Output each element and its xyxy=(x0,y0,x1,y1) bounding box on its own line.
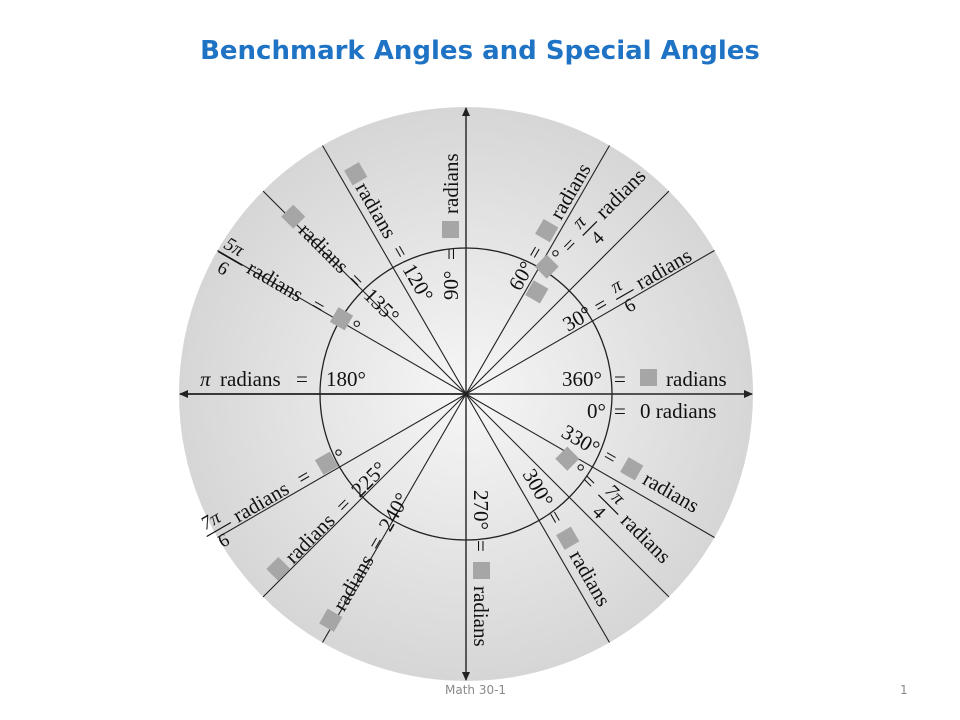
blank-box-270 xyxy=(473,562,490,579)
equals-90: = xyxy=(439,248,463,260)
ray-30-degrees xyxy=(465,250,715,395)
degree-270: 270° xyxy=(469,490,493,530)
radians-180: radians xyxy=(220,367,281,391)
equals-0: = xyxy=(614,399,626,423)
ray-330-degrees xyxy=(465,393,715,538)
page-title: Benchmark Angles and Special Angles xyxy=(200,36,760,66)
degree-0: 0° xyxy=(587,399,606,423)
degree-90: 90° xyxy=(439,271,463,300)
blank-box-330 xyxy=(620,457,644,481)
ray-300-degrees xyxy=(465,393,610,643)
ray-120-degrees xyxy=(322,145,467,395)
label-90-degrees: 90° = radians xyxy=(439,153,463,300)
label-180-degrees: π radians = 180° xyxy=(200,367,366,391)
ray-315-degrees xyxy=(465,393,670,598)
blank-box-150 xyxy=(329,307,354,331)
radians-0: 0 radians xyxy=(640,399,716,423)
blank-box-120 xyxy=(344,162,368,186)
ray-240-degrees xyxy=(322,393,467,643)
blank-box-240 xyxy=(319,608,343,632)
ray-225-degrees xyxy=(262,393,467,598)
blank-box-300 xyxy=(556,526,580,550)
radians-270: radians xyxy=(469,586,493,647)
ray-210-degrees xyxy=(217,393,467,538)
equals-180: = xyxy=(296,367,308,391)
footer-course: Math 30-1 xyxy=(445,683,507,697)
label-360-degrees: 360° = radians xyxy=(562,367,727,391)
radians-360: radians xyxy=(666,367,727,391)
blank-box-90 xyxy=(442,221,459,238)
ray-45-degrees xyxy=(465,190,670,395)
blank-box-360 xyxy=(640,369,657,386)
blank-box-60 xyxy=(535,219,559,243)
footer-page-number: 1 xyxy=(900,683,908,697)
degree-180: 180° xyxy=(326,367,366,391)
label-0-degrees: 0° = 0 radians xyxy=(587,399,716,423)
blank-box-60-degrees xyxy=(525,280,549,304)
degree-360: 360° xyxy=(562,367,602,391)
blank-box-210 xyxy=(314,451,339,475)
radians-90: radians xyxy=(439,153,463,214)
label-270-degrees: 270° = radians xyxy=(469,490,493,647)
equals-270: = xyxy=(469,540,493,552)
equals-360: = xyxy=(614,367,626,391)
pi-180: π xyxy=(200,367,211,391)
